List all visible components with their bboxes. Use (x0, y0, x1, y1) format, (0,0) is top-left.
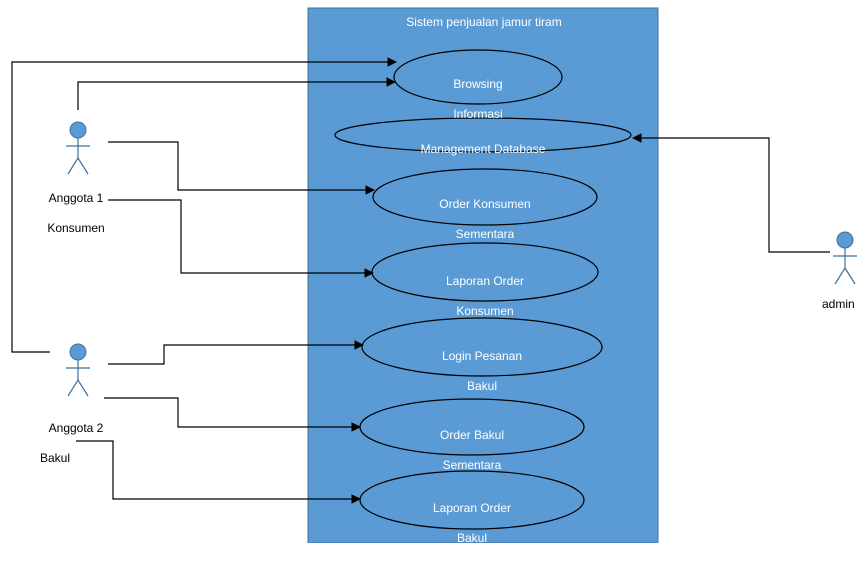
connector-bakul-browsing (11, 57, 397, 353)
use-case-management-database[interactable] (334, 117, 632, 153)
use-case-diagram: Sistem penjualan jamur tiram (11, 7, 857, 543)
actor-bakul-label: Anggota 2 Bakul (40, 421, 104, 465)
actor-konsumen-figure[interactable] (66, 121, 90, 175)
use-case-management-label: Management Database (420, 142, 546, 156)
use-case-order-konsumen-label: Order Konsumen Sementara (439, 197, 531, 241)
use-case-browsing-informasi[interactable] (393, 49, 563, 105)
use-case-laporan-konsumen-label: Laporan Order Konsumen (445, 274, 525, 318)
connector-konsumen-browsing (77, 77, 396, 110)
connector-konsumen-order (108, 141, 375, 195)
use-case-laporan-bakul-label: Laporan Order Bakul (432, 501, 512, 545)
connector-bakul-login (108, 340, 364, 365)
actor-admin-figure[interactable] (833, 231, 857, 285)
connector-bakul-laporan (76, 440, 361, 504)
actor-admin-label: admin (822, 297, 855, 311)
connector-konsumen-laporan (108, 199, 374, 278)
actor-konsumen-label: Anggota 1 Konsumen (47, 191, 105, 235)
connector-bakul-order (104, 397, 361, 432)
actor-bakul-figure[interactable] (66, 343, 90, 397)
use-case-login-bakul-label: Login Pesanan Bakul (441, 349, 523, 393)
use-case-browsing-label: Browsing Informasi (453, 77, 503, 121)
system-title: Sistem penjualan jamur tiram (406, 15, 561, 29)
use-case-order-bakul-label: Order Bakul Sementara (439, 428, 505, 472)
use-case-order-konsumen-sementara[interactable] (372, 168, 598, 226)
connector-admin-management (632, 133, 830, 253)
